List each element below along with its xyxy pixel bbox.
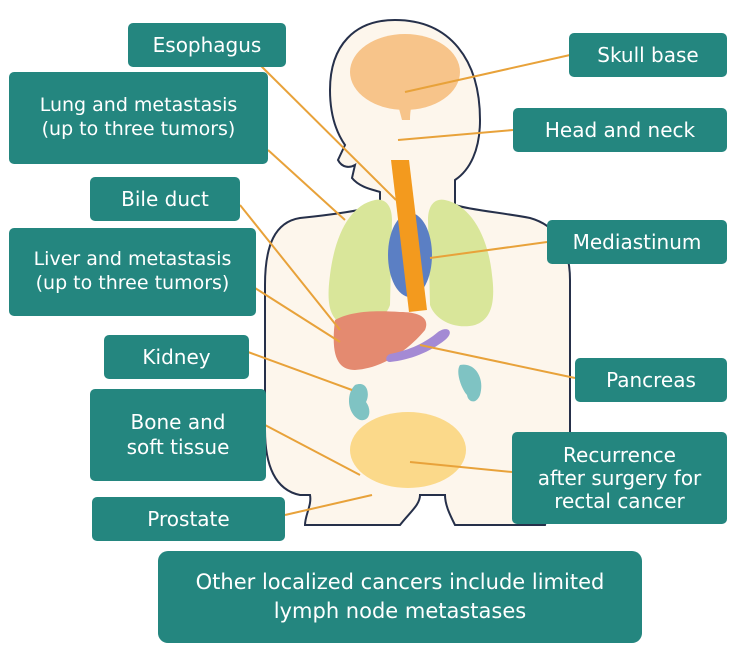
label-mediastinum[interactable]: Mediastinum xyxy=(547,220,727,264)
label-bile-duct[interactable]: Bile duct xyxy=(90,177,240,221)
label-head-neck[interactable]: Head and neck xyxy=(513,108,727,152)
label-liver[interactable]: Liver and metastasis (up to three tumors… xyxy=(9,228,256,316)
label-prostate[interactable]: Prostate xyxy=(92,497,285,541)
note-line1: Other localized cancers include limited xyxy=(196,570,605,594)
label-recurrence-line1: Recurrence xyxy=(563,444,676,467)
label-recurrence-line2: after surgery for xyxy=(538,467,702,490)
label-liver-line2: (up to three tumors) xyxy=(36,272,230,296)
label-lung-line1: Lung and metastasis xyxy=(40,94,238,118)
bladder-shape xyxy=(350,412,466,488)
label-bone-soft-tissue[interactable]: Bone and soft tissue xyxy=(90,389,266,481)
label-esophagus[interactable]: Esophagus xyxy=(128,23,286,67)
label-recurrence-line3: rectal cancer xyxy=(554,490,685,513)
label-liver-line1: Liver and metastasis xyxy=(34,248,232,272)
label-bone-line2: soft tissue xyxy=(127,435,230,460)
label-recurrence[interactable]: Recurrence after surgery for rectal canc… xyxy=(512,432,727,524)
label-lung[interactable]: Lung and metastasis (up to three tumors) xyxy=(9,72,268,164)
note-box: Other localized cancers include limited … xyxy=(158,551,642,643)
label-kidney[interactable]: Kidney xyxy=(104,335,249,379)
label-lung-line2: (up to three tumors) xyxy=(42,118,236,142)
label-pancreas[interactable]: Pancreas xyxy=(575,358,727,402)
leader-lung xyxy=(268,150,345,220)
note-line2: lymph node metastases xyxy=(274,599,526,623)
label-bone-line1: Bone and xyxy=(131,410,226,435)
label-skull-base[interactable]: Skull base xyxy=(569,33,727,77)
